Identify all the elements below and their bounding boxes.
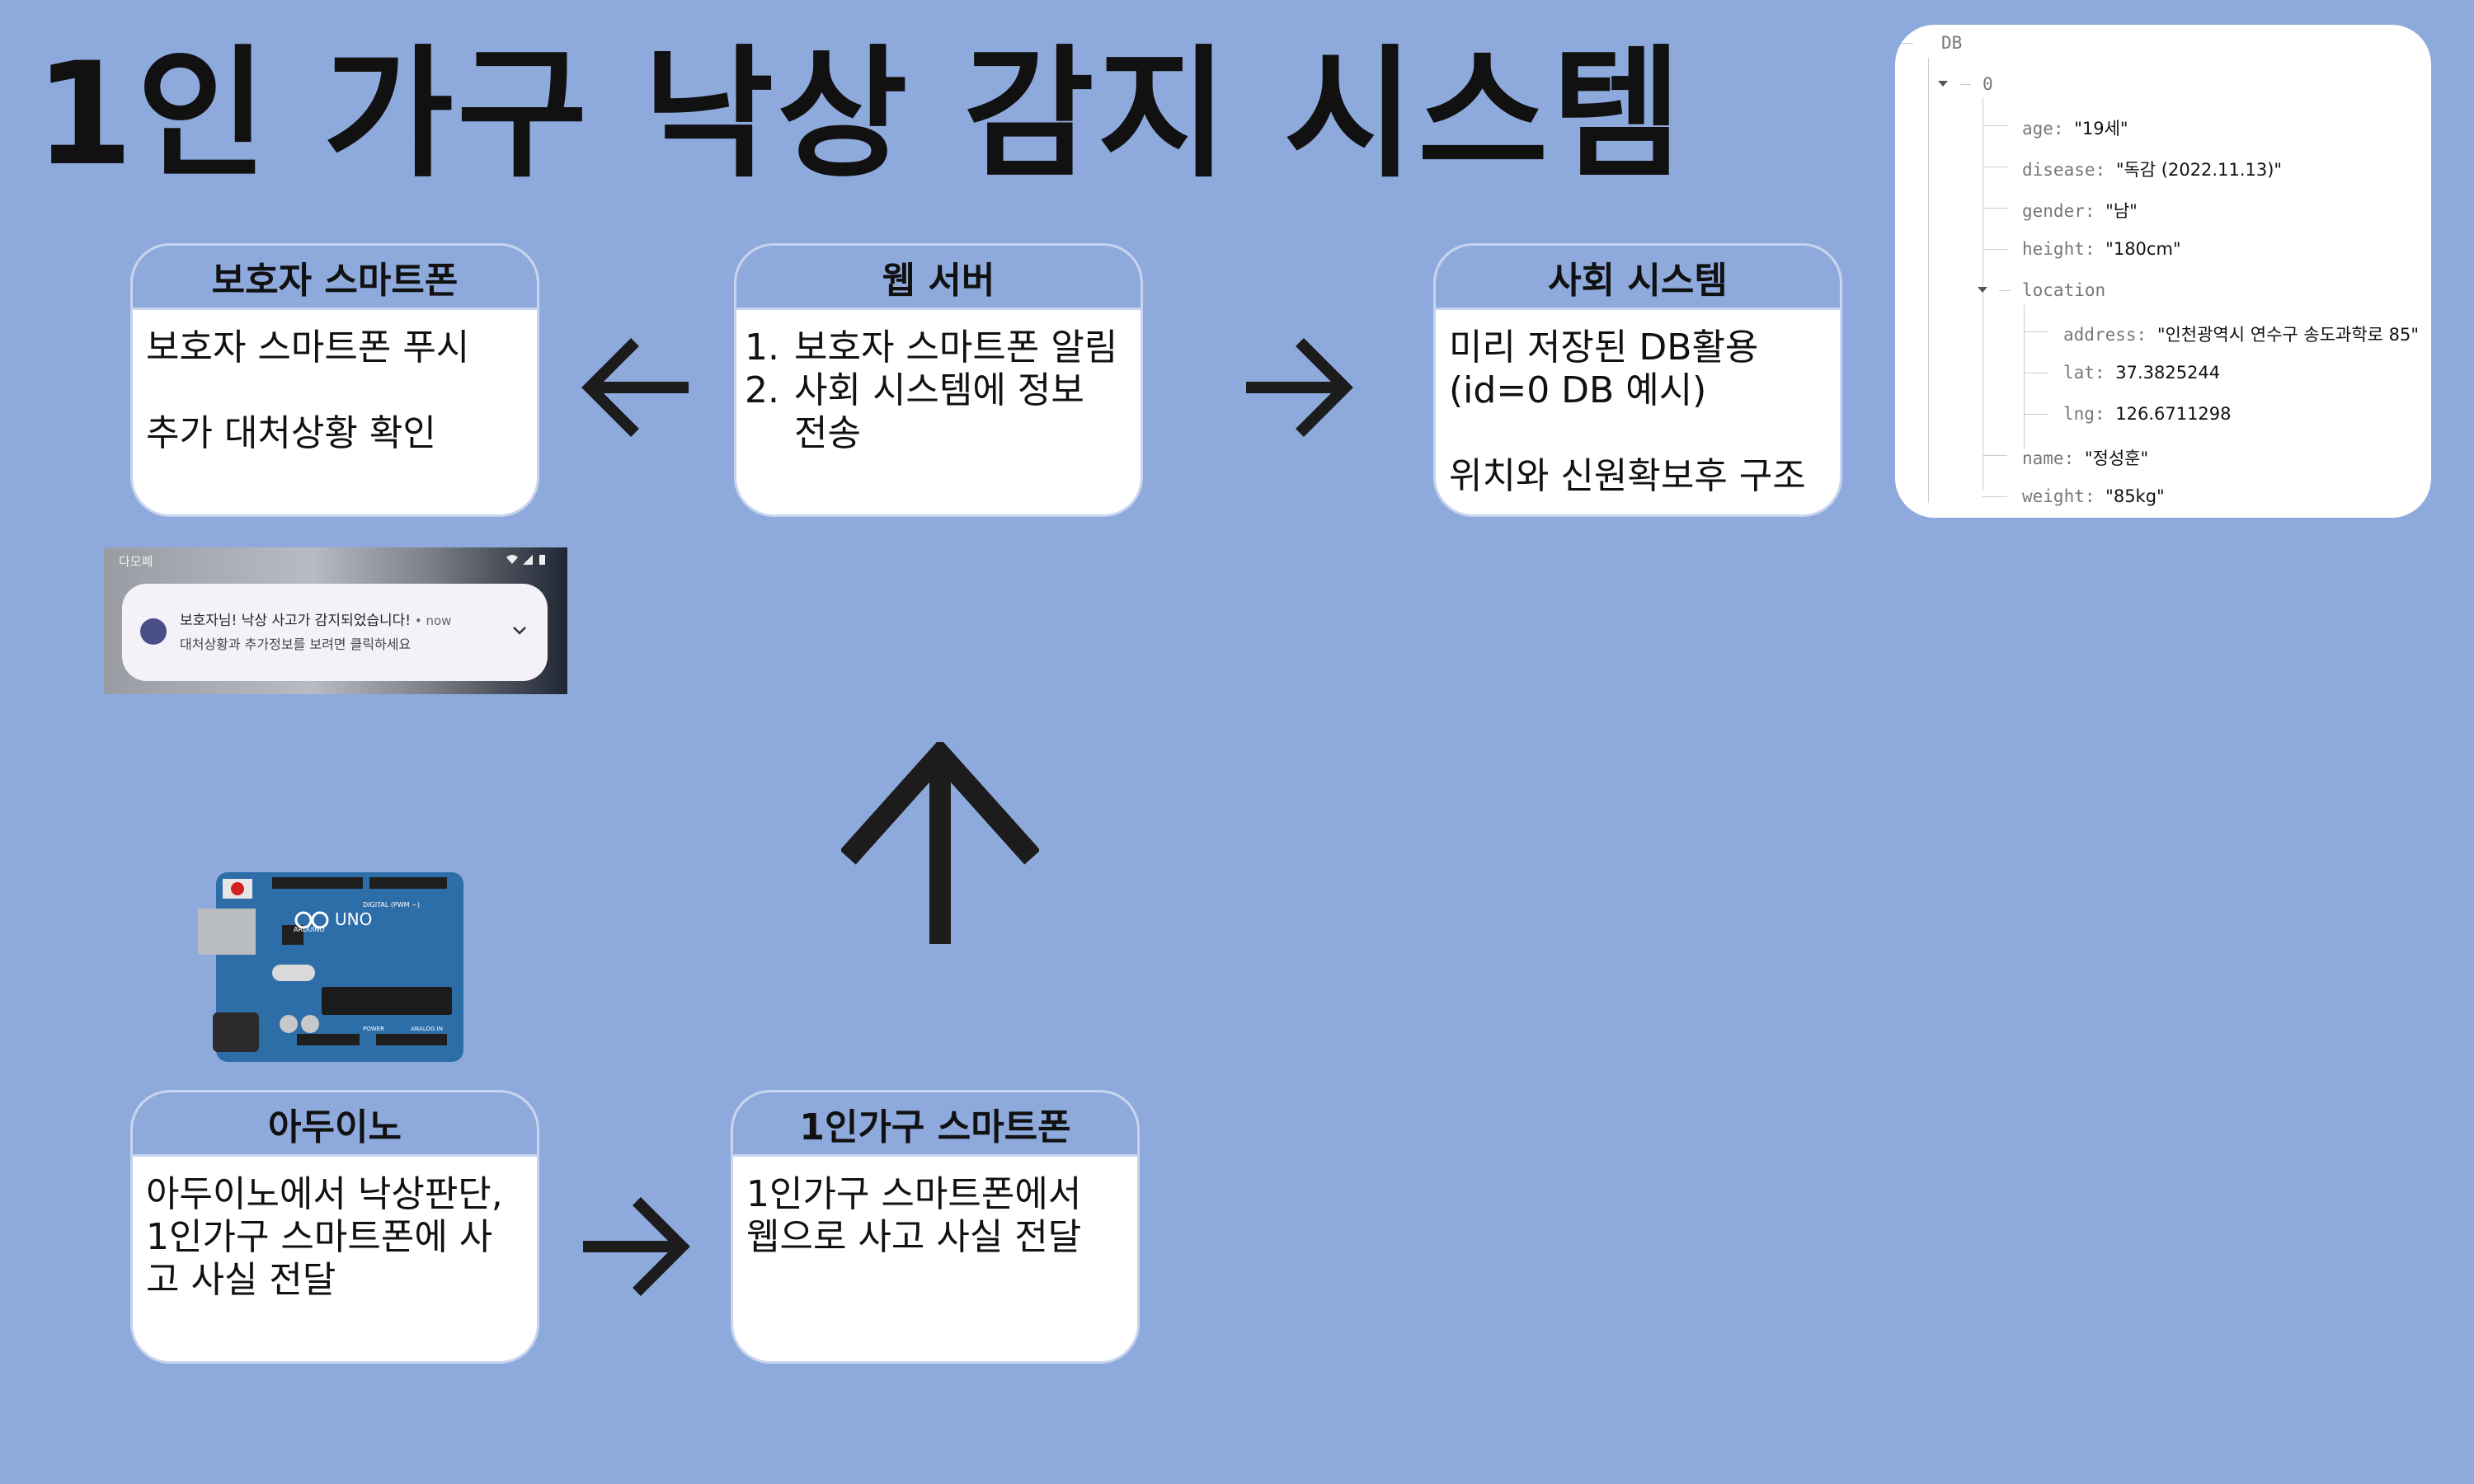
social-system-title: 사회 시스템	[1436, 246, 1840, 310]
single-household-phone-body: 1인가구 스마트폰에서 웹으로 사고 사실 전달	[733, 1157, 1137, 1259]
db-field-lng: lng: 126.6711298	[2063, 404, 2232, 424]
page-title: 1인 가구 낙상 감지 시스템	[35, 31, 1686, 197]
db-field-height: height: "180cm"	[2022, 239, 2181, 259]
web-server-body: 보호자 스마트폰 알림 사회 시스템에 정보 전송	[736, 310, 1141, 455]
db-field-address: address: "인천광역시 연수구 송도과학로 85"	[2063, 325, 2420, 345]
arduino-uno-board-image: DIGITAL (PWM ~) ARDUINO UNO POWER ANALOG…	[198, 872, 463, 1062]
db-location-caret-icon[interactable]	[1978, 287, 1987, 293]
social-system-body: 미리 저장된 DB활용 (id=0 DB 예시) 위치와 신원확보후 구조	[1436, 310, 1840, 498]
arduino-logo-icon	[294, 911, 329, 929]
web-server-list: 보호자 스마트폰 알림 사회 시스템에 정보 전송	[750, 326, 1127, 455]
db-field-name: name: "정성훈"	[2022, 448, 2149, 468]
guardian-line-2: 추가 대처상황 확인	[146, 412, 436, 454]
web-server-item-2: 사회 시스템에 정보 전송	[791, 369, 1091, 455]
arduino-title: 아두이노	[133, 1092, 537, 1157]
notification-text: 대처상황과 추가정보를 보려면 클릭하세요	[180, 636, 412, 652]
status-bar-app-label: 다모폐	[119, 554, 153, 569]
arrow-up-icon	[841, 742, 1039, 944]
arduino-box: 아두이노 아두이노에서 낙상판단, 1인가구 스마트폰에 사 고 사실 전달	[130, 1090, 539, 1364]
status-bar-icons	[506, 555, 545, 565]
web-server-title: 웹 서버	[736, 246, 1141, 310]
board-digital-label: DIGITAL (PWM ~)	[363, 901, 420, 909]
guardian-line-1: 보호자 스마트폰 푸시	[146, 326, 470, 369]
db-index-caret-icon[interactable]	[1938, 81, 1948, 87]
social-system-box: 사회 시스템 미리 저장된 DB활용 (id=0 DB 예시) 위치와 신원확보…	[1433, 243, 1842, 517]
social-line-1: 미리 저장된 DB활용	[1449, 326, 1759, 369]
social-line-2: (id=0 DB 예시)	[1449, 369, 1707, 411]
notification-title: 보호자님! 낙상 사고가 감지되었습니다! • now	[180, 613, 452, 629]
db-field-age: age: "19세"	[2022, 119, 2128, 139]
chevron-down-icon[interactable]	[510, 620, 529, 640]
db-root-label: DB	[1941, 33, 1963, 53]
arrow-right-bottom-icon	[583, 1197, 690, 1296]
notification-card[interactable]: 보호자님! 낙상 사고가 감지되었습니다! • now 대처상황과 추가정보를 …	[122, 584, 548, 681]
db-index-label: 0	[1982, 74, 1993, 94]
arduino-line-1: 아두이노에서 낙상판단,	[146, 1173, 503, 1215]
arduino-line-2: 1인가구 스마트폰에 사	[146, 1216, 493, 1258]
db-field-weight: weight: "85kg"	[2022, 486, 2165, 506]
board-brand-label: ARDUINO	[294, 926, 325, 933]
notification-app-icon	[140, 618, 167, 645]
arduino-body: 아두이노에서 낙상판단, 1인가구 스마트폰에 사 고 사실 전달	[133, 1157, 537, 1302]
guardian-smartphone-box: 보호자 스마트폰 보호자 스마트폰 푸시 추가 대처상황 확인	[130, 243, 539, 517]
phone-line-1: 1인가구 스마트폰에서	[746, 1173, 1082, 1215]
arrow-right-icon	[1246, 338, 1353, 437]
web-server-item-1: 보호자 스마트폰 알림	[791, 326, 1127, 369]
guardian-smartphone-body: 보호자 스마트폰 푸시 추가 대처상황 확인	[133, 310, 537, 455]
social-line-3: 위치와 신원확보후 구조	[1449, 455, 1806, 497]
board-power-label: POWER	[363, 1026, 384, 1032]
guardian-smartphone-title: 보호자 스마트폰	[133, 246, 537, 310]
push-notification-screenshot: 다모폐 보호자님! 낙상 사고가 감지되었습니다! • now 대처상황과 추가…	[104, 547, 567, 694]
board-model-label: UNO	[335, 909, 372, 929]
arduino-line-3: 고 사실 전달	[146, 1259, 336, 1301]
single-household-phone-box: 1인가구 스마트폰 1인가구 스마트폰에서 웹으로 사고 사실 전달	[731, 1090, 1140, 1364]
single-household-phone-title: 1인가구 스마트폰	[733, 1092, 1137, 1157]
db-field-gender: gender: "남"	[2022, 201, 2138, 221]
web-server-box: 웹 서버 보호자 스마트폰 알림 사회 시스템에 정보 전송	[734, 243, 1143, 517]
board-analog-label: ANALOG IN	[411, 1026, 443, 1032]
phone-line-2: 웹으로 사고 사실 전달	[746, 1216, 1082, 1258]
db-field-lat: lat: 37.3825244	[2063, 363, 2221, 383]
db-field-disease: disease: "독감 (2022.11.13)"	[2022, 160, 2283, 180]
arrow-left-icon	[581, 338, 689, 437]
db-tree-panel: DB 0 age: "19세" disease: "독감 (2022.11.13…	[1895, 25, 2431, 518]
db-field-location: location	[2022, 280, 2106, 300]
